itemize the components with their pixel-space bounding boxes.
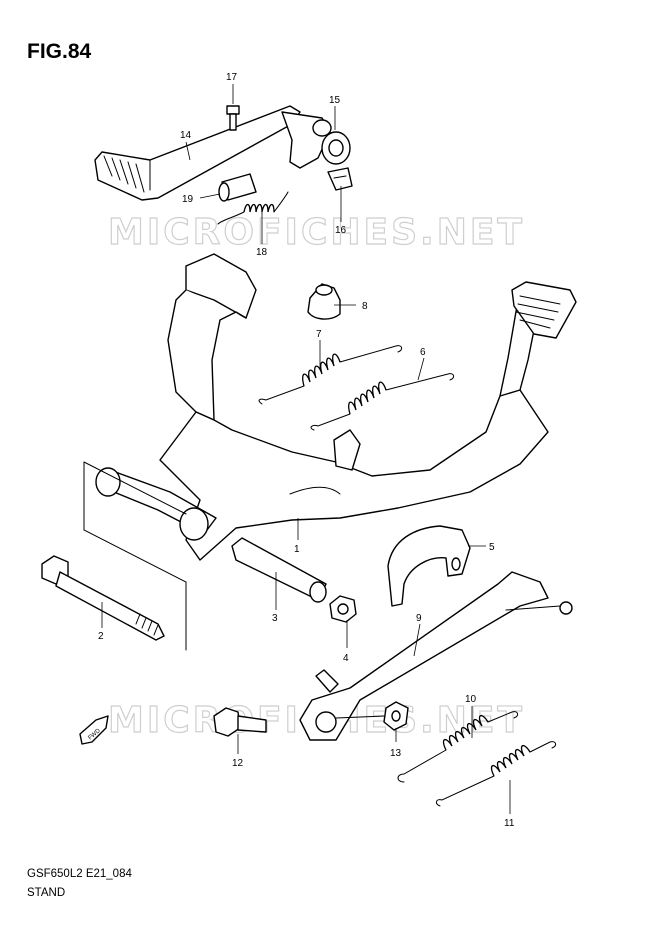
spring-11 bbox=[435, 741, 557, 807]
spring-6 bbox=[310, 373, 455, 431]
callout-13: 13 bbox=[390, 748, 402, 759]
figure-code: GSF650L2 E21_084 bbox=[27, 868, 132, 880]
spring-10 bbox=[397, 711, 519, 783]
clip-16 bbox=[327, 167, 353, 191]
nut-4 bbox=[329, 595, 357, 623]
fwd-arrow-icon: FWD bbox=[79, 715, 109, 745]
leader-lines bbox=[101, 84, 511, 814]
callout-9: 9 bbox=[416, 613, 422, 624]
figure-title: FIG.84 bbox=[27, 40, 92, 63]
callout-19: 19 bbox=[182, 194, 194, 205]
callout-18: 18 bbox=[256, 247, 268, 258]
bushing-19 bbox=[218, 173, 257, 202]
callout-10: 10 bbox=[465, 694, 477, 705]
nut-13 bbox=[335, 701, 409, 731]
callout-5: 5 bbox=[489, 542, 495, 553]
callout-2: 2 bbox=[98, 631, 104, 642]
figure-caption: STAND bbox=[27, 887, 66, 899]
bolt-17 bbox=[226, 105, 240, 131]
callout-1: 1 bbox=[294, 544, 300, 555]
side-stand-9 bbox=[299, 571, 573, 741]
callout-15: 15 bbox=[329, 95, 341, 106]
collar-3 bbox=[231, 537, 327, 603]
part-callouts: 1 2 3 4 5 6 7 8 9 10 11 12 13 14 15 16 1… bbox=[98, 72, 515, 829]
center-stand bbox=[83, 253, 577, 651]
stopper-8 bbox=[307, 283, 341, 320]
callout-12: 12 bbox=[232, 758, 244, 769]
callout-17: 17 bbox=[226, 72, 238, 83]
bolt-12 bbox=[213, 707, 267, 737]
spring-18 bbox=[217, 191, 289, 225]
gear-shift-lever bbox=[94, 105, 332, 201]
watermark-top: MICROFICHES.NET bbox=[108, 212, 525, 253]
spring-7 bbox=[258, 345, 403, 405]
bracket-5 bbox=[387, 525, 471, 607]
washer-15 bbox=[321, 131, 351, 165]
callout-4: 4 bbox=[343, 653, 349, 664]
callout-14: 14 bbox=[180, 130, 192, 141]
callout-7: 7 bbox=[316, 329, 322, 340]
callout-16: 16 bbox=[335, 225, 347, 236]
callout-11: 11 bbox=[504, 818, 515, 829]
callout-8: 8 bbox=[362, 301, 368, 312]
callout-3: 3 bbox=[272, 613, 278, 624]
pivot-bolt-2 bbox=[41, 555, 165, 641]
callout-6: 6 bbox=[420, 347, 426, 358]
